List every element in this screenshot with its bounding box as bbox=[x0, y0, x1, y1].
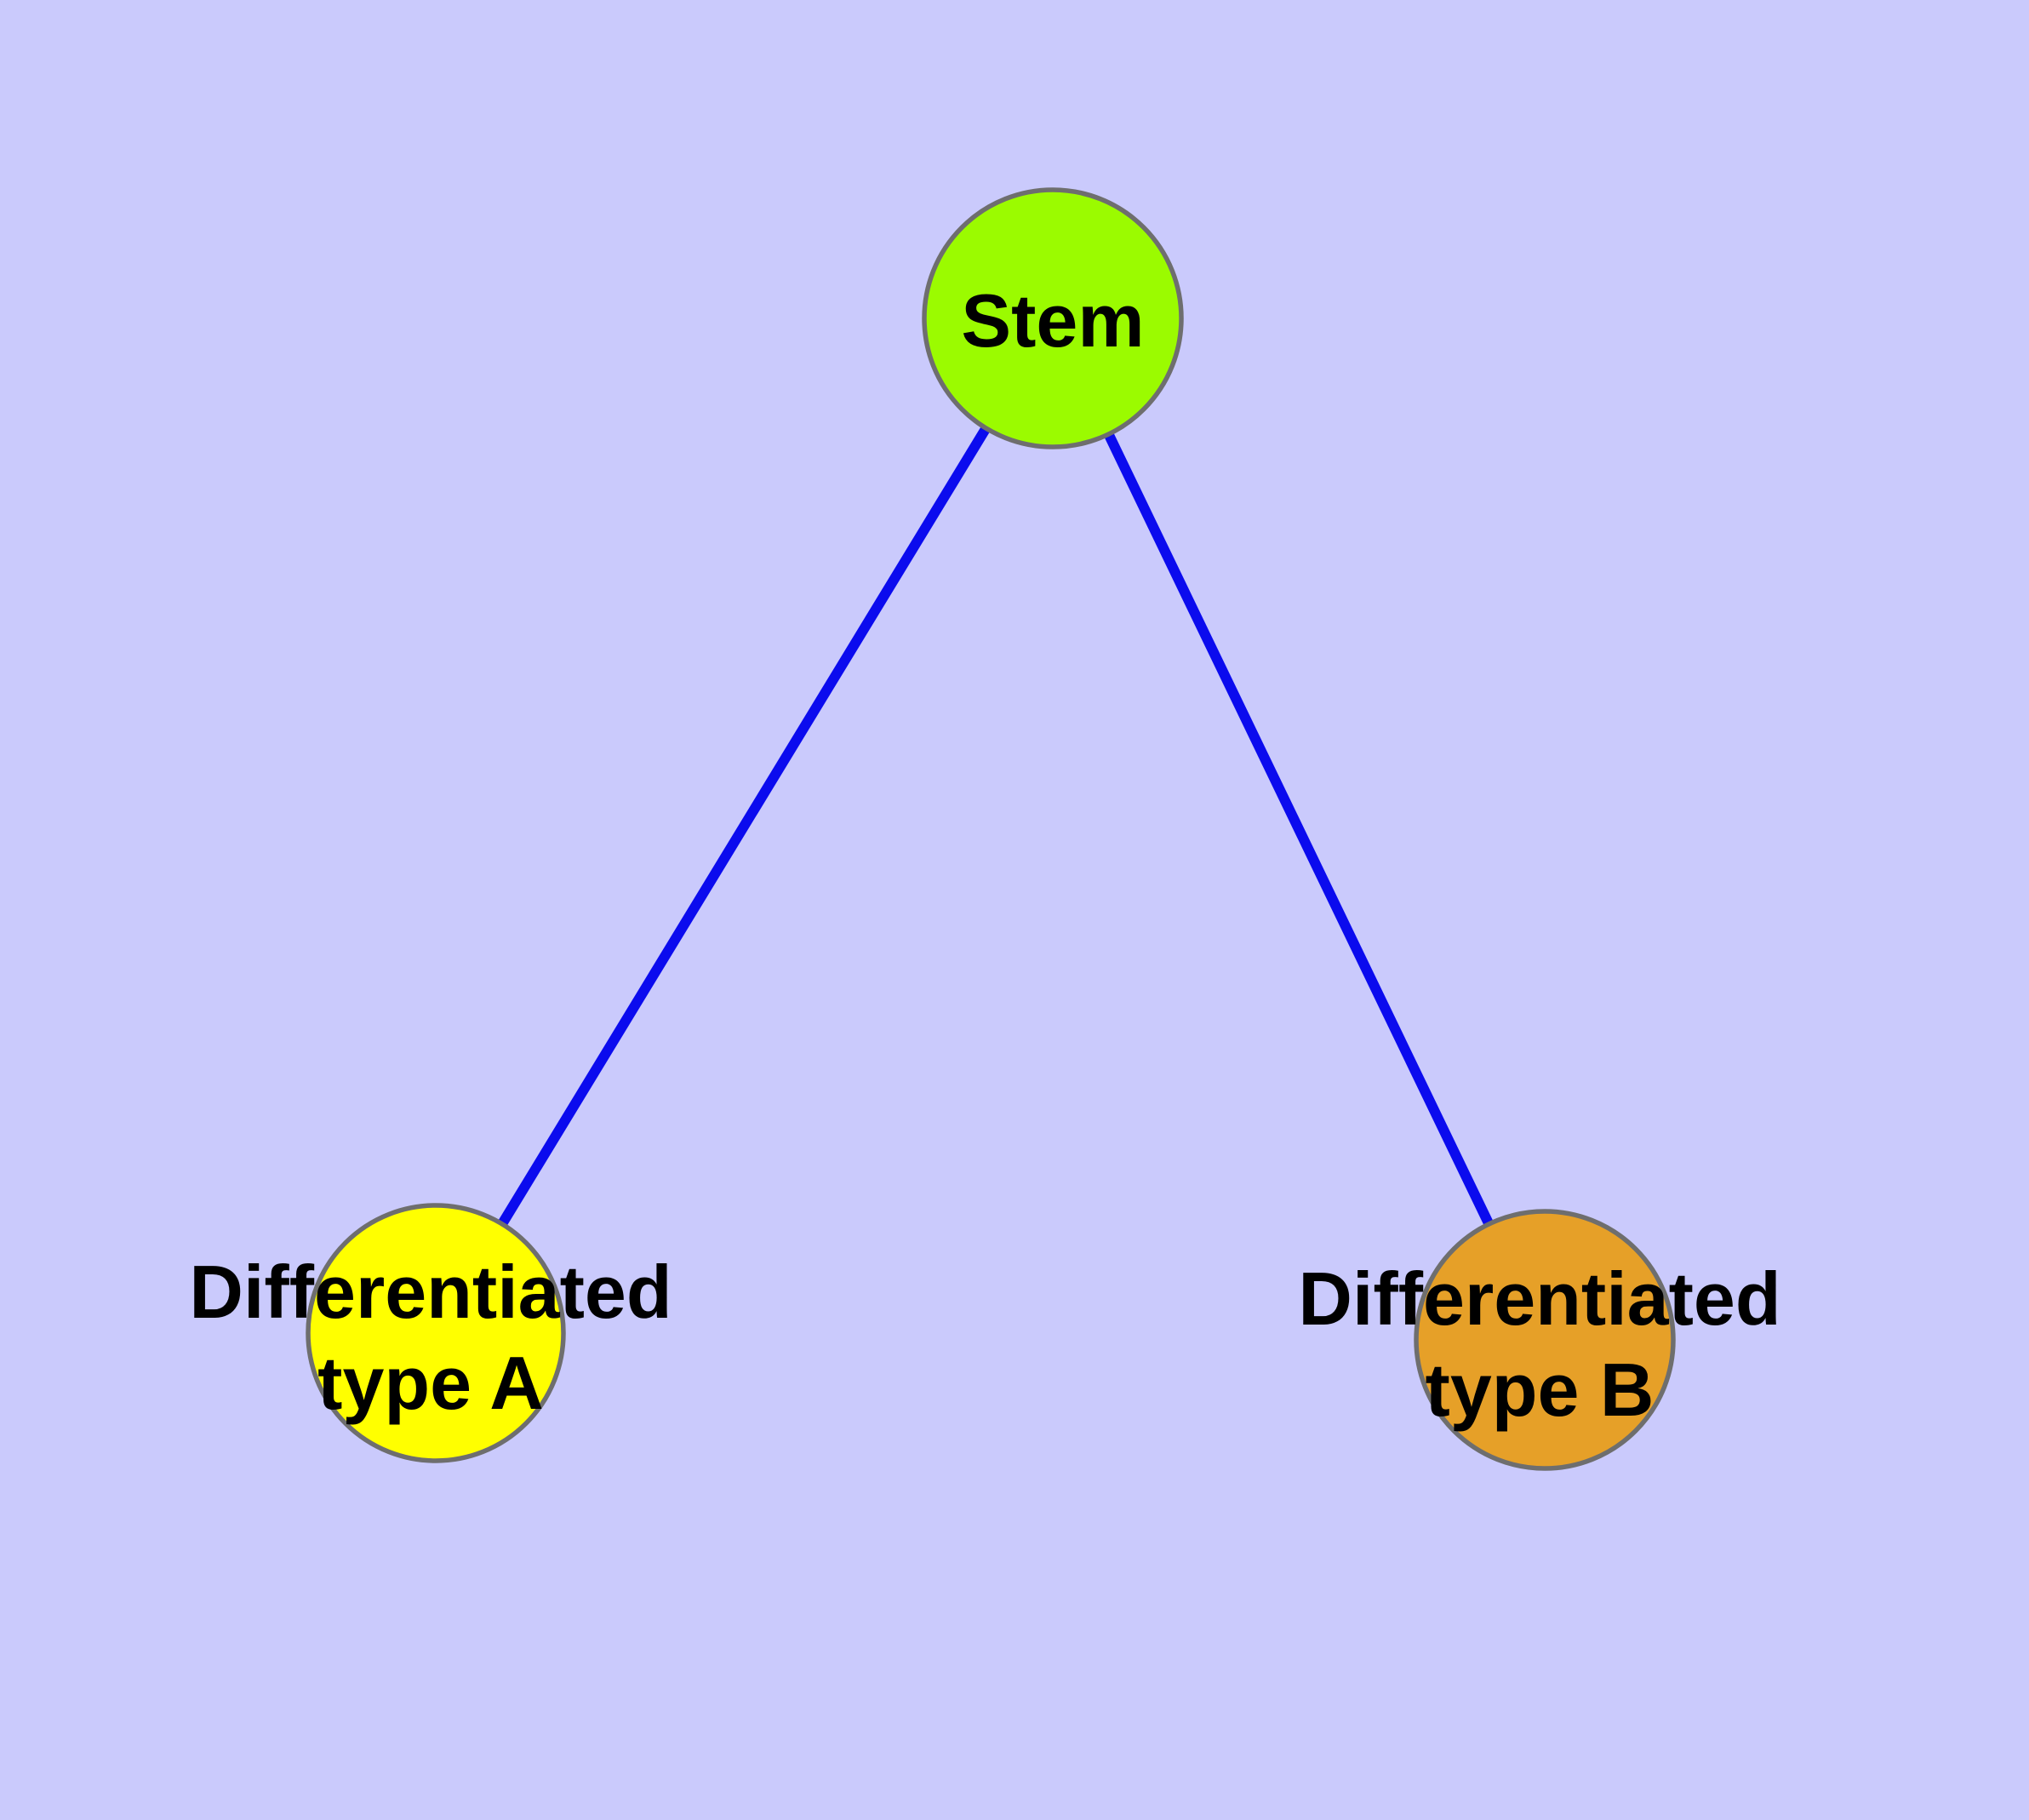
edge-stem-to-type-b bbox=[1048, 316, 1550, 1342]
type-b-node-label-line2: type B bbox=[1426, 1348, 1655, 1432]
stem-node-label: Stem bbox=[961, 278, 1144, 363]
type-a-node bbox=[306, 1203, 566, 1463]
type-a-node-label-line1: Differentiated bbox=[189, 1250, 672, 1334]
type-a-node-label-line2: type A bbox=[317, 1341, 544, 1425]
edge-stem-to-type-a bbox=[431, 315, 1058, 1336]
stem-node bbox=[922, 187, 1184, 449]
type-b-node bbox=[1414, 1209, 1676, 1471]
type-b-node-label-line1: Differentiated bbox=[1298, 1256, 1780, 1341]
